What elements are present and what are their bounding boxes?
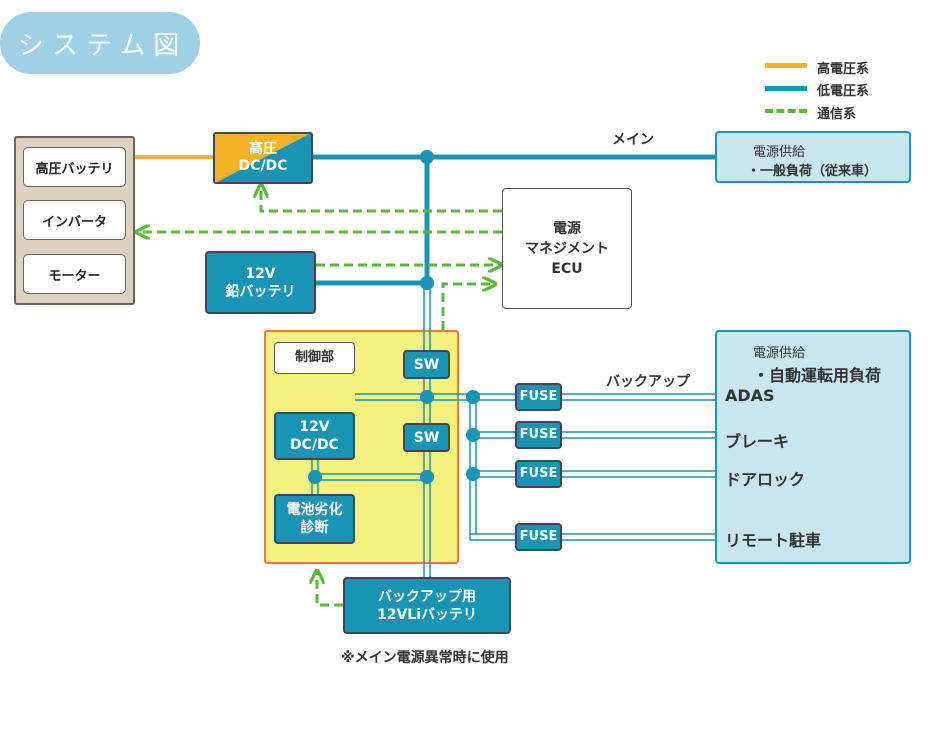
- legend-label-communication: 通信系: [817, 107, 857, 122]
- fuse-brake: FUSE: [515, 421, 562, 449]
- ecu-label-2: マネジメント: [525, 240, 609, 257]
- power-management-ecu: 電源 マネジメント ECU: [502, 188, 632, 309]
- fuse-remote-parking: FUSE: [515, 523, 562, 551]
- lead-battery-label-1: 12V: [245, 265, 276, 282]
- legend-label-low-voltage: 低電圧系: [817, 84, 870, 99]
- main-supply-load: ・一般負荷（従来車）: [747, 164, 878, 179]
- main-power-supply: 電源供給 ・一般負荷（従来車）: [715, 131, 911, 183]
- inverter: インバータ: [23, 200, 126, 240]
- load-door-lock: ドアロック: [725, 470, 806, 489]
- load-adas: ADAS: [725, 386, 775, 405]
- main-line-label: メイン: [612, 132, 654, 148]
- switch-2: SW: [403, 423, 450, 452]
- page-title: システム図: [0, 12, 200, 74]
- dcdc-12v-label-2: DC/DC: [290, 437, 339, 453]
- hv-dcdc-label-2: DC/DC: [238, 158, 288, 174]
- lead-battery: 12V 鉛バッテリ: [205, 251, 316, 314]
- hv-dcdc-label-1: 高圧: [249, 141, 277, 157]
- ecu-label-1: 電源: [553, 220, 581, 237]
- footnote: ※メイン電源異常時に使用: [341, 650, 509, 666]
- backup-supply-load: ・自動運転用負荷: [753, 366, 882, 385]
- diag-label-1: 電池劣化: [286, 502, 343, 518]
- legend-swatch-communication: [765, 109, 807, 113]
- legend: 高電圧系 低電圧系 通信系: [765, 58, 905, 124]
- comm-ecu-to-hvdcdc: [261, 186, 502, 213]
- load-remote-parking: リモート駐車: [725, 531, 822, 550]
- fuse-adas: FUSE: [515, 383, 562, 411]
- battery-degradation-diagnosis: 電池劣化 診断: [274, 494, 355, 544]
- backup-li-battery: バックアップ用 12VLiバッテリ: [343, 577, 511, 634]
- backup-supply-title: 電源供給: [753, 346, 806, 361]
- backup-power-supply: 電源供給 ・自動運転用負荷 ADAS ブレーキ ドアロック リモート駐車: [715, 330, 911, 564]
- legend-swatch-high-voltage: [765, 63, 807, 68]
- hv-dcdc-converter: 高圧 DC/DC: [213, 132, 313, 184]
- backup-battery-label-2: 12VLiバッテリ: [376, 606, 478, 623]
- fuse-doorlock: FUSE: [515, 460, 562, 488]
- dcdc-12v: 12V DC/DC: [274, 412, 355, 460]
- legend-label-high-voltage: 高電圧系: [817, 62, 870, 77]
- main-supply-title: 電源供給: [753, 145, 806, 160]
- backup-battery-label-1: バックアップ用: [378, 588, 476, 605]
- motor: モーター: [23, 254, 126, 294]
- hv-dcdc-fill: [215, 134, 311, 182]
- legend-swatch-low-voltage: [765, 86, 807, 91]
- lead-battery-label-2: 鉛バッテリ: [225, 283, 296, 300]
- powertrain-group: 高圧バッテリ インバータ モーター: [14, 136, 135, 305]
- backup-line-label: バックアップ: [606, 374, 690, 390]
- comm-backupbatt-to-control: [317, 572, 343, 607]
- high-voltage-battery: 高圧バッテリ: [23, 147, 126, 187]
- load-brake: ブレーキ: [725, 432, 790, 451]
- control-unit-title: 制御部: [274, 342, 355, 374]
- ecu-label-3: ECU: [551, 260, 583, 277]
- dcdc-12v-label-1: 12V: [299, 419, 330, 435]
- comm-control-to-ecu: [441, 284, 494, 330]
- diag-label-2: 診断: [300, 520, 329, 536]
- switch-1: SW: [403, 350, 450, 379]
